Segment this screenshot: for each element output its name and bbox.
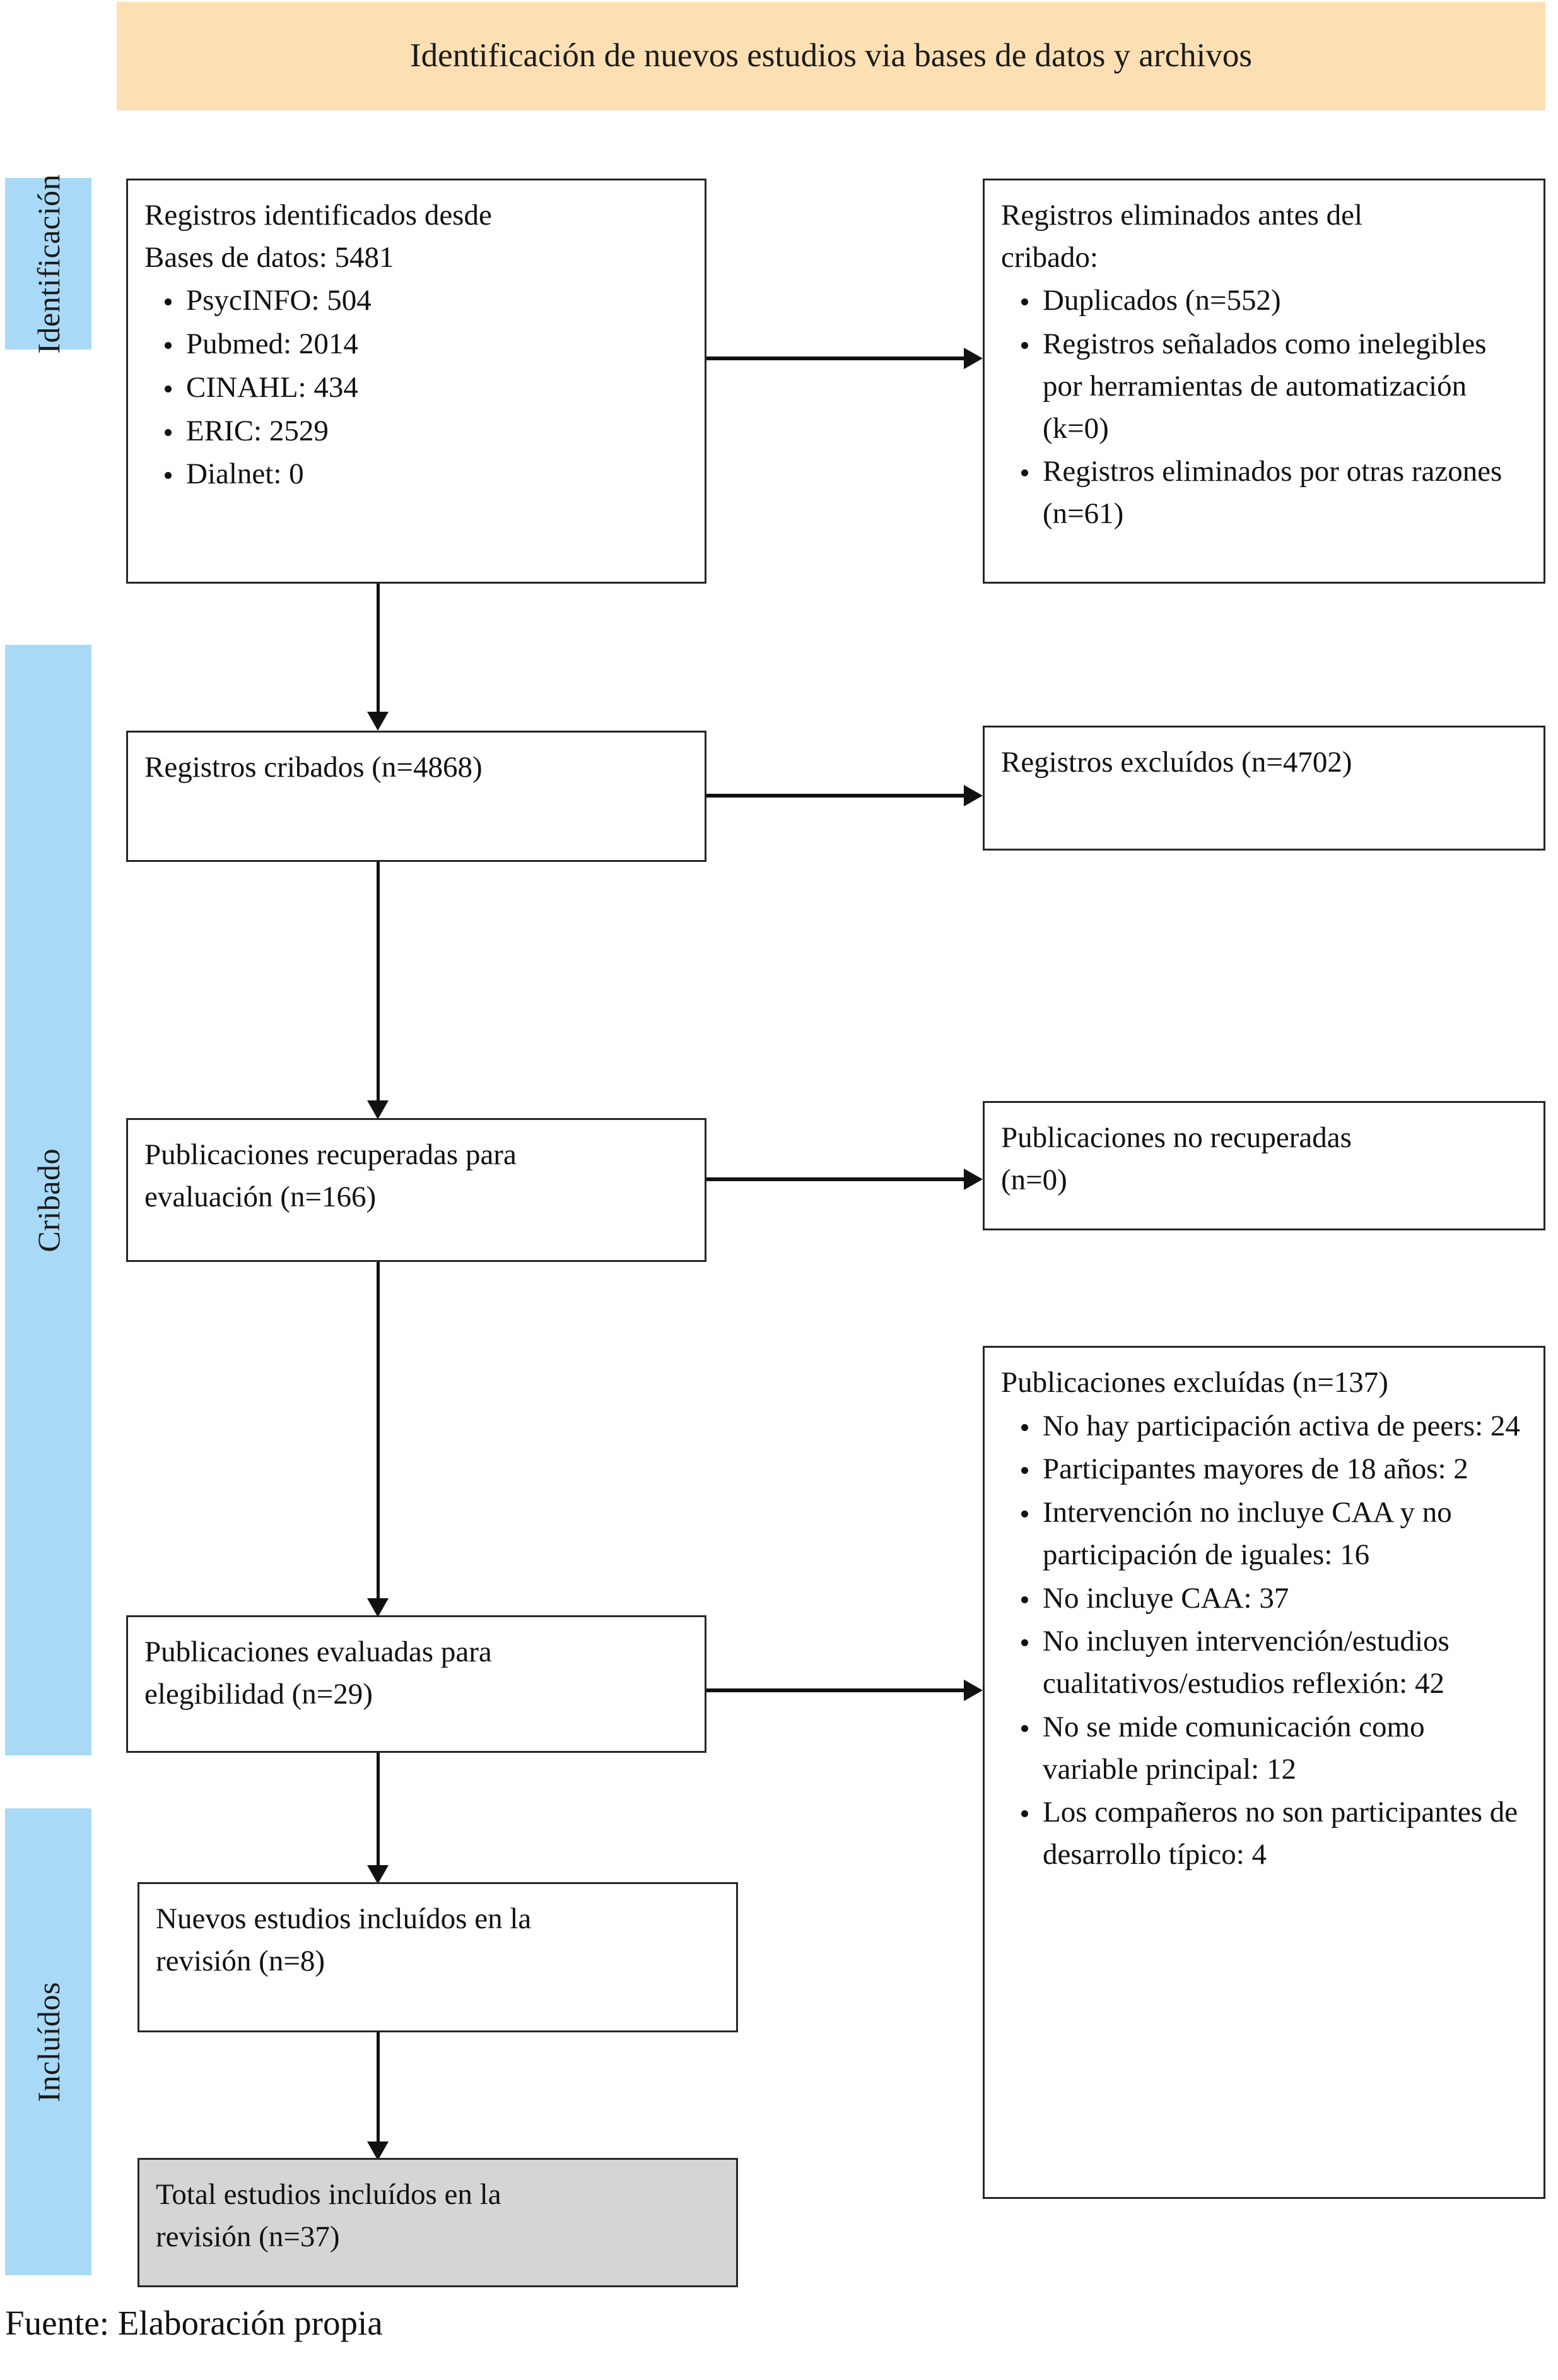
arrowhead-new-included-to-total (367, 2141, 389, 2160)
box-records-removed-before-screening: Registros eliminados antes del cribado: … (983, 179, 1545, 584)
box-new-studies-included-lead: Nuevos estudios incluídos en la revisión… (156, 1902, 532, 1977)
box-total-studies-included-lead: Total estudios incluídos en la revisión … (156, 2178, 501, 2253)
box-records-screened: Registros cribados (n=4868) (126, 731, 706, 862)
source-note: Fuente: Elaboración propia (5, 2304, 383, 2342)
box-reports-excluded: Publicaciones excluídas (n=137) No hay p… (983, 1346, 1545, 2199)
box-reports-not-retrieved-lead: Publicaciones no recuperadas (n=0) (1001, 1121, 1352, 1196)
connector-new-included-to-total (377, 2032, 380, 2146)
arrowhead-identified-to-screened (367, 712, 389, 731)
connector-sought-to-assessed (377, 1262, 380, 1603)
list-item: Duplicados (n=552) (1021, 280, 1527, 322)
list-item: Intervención no incluye CAA y no partici… (1021, 1492, 1527, 1576)
arrowhead-screened-to-sought (367, 1100, 389, 1119)
connector-assessed-to-new-included (377, 1753, 380, 1870)
list-item: PsycINFO: 504 (165, 280, 688, 322)
box-records-identified: Registros identificados desde Bases de d… (126, 179, 706, 584)
list-item: ERIC: 2529 (165, 410, 688, 452)
arrowhead-sought-to-assessed (367, 1598, 389, 1617)
connector-screened-to-excluded (706, 794, 968, 798)
box-reports-assessed: Publicaciones evaluadas para elegibilida… (126, 1615, 706, 1753)
box-records-screened-lead: Registros cribados (n=4868) (144, 751, 483, 784)
box-records-identified-list: PsycINFO: 504 Pubmed: 2014 CINAHL: 434 E… (144, 280, 688, 495)
box-reports-excluded-list: No hay participación activa de peers: 24… (1001, 1405, 1527, 1876)
list-item: No hay participación activa de peers: 24 (1021, 1405, 1527, 1447)
box-reports-excluded-lead: Publicaciones excluídas (n=137) (1001, 1366, 1388, 1399)
box-records-removed-list: Duplicados (n=552) Registros señalados c… (1001, 280, 1527, 534)
phase-label-incluidos: Incluídos (30, 1981, 66, 2102)
list-item: Dialnet: 0 (165, 453, 688, 495)
list-item: No incluye CAA: 37 (1021, 1577, 1527, 1620)
box-reports-assessed-lead: Publicaciones evaluadas para elegibilida… (144, 1635, 492, 1711)
connector-identified-to-removed (706, 356, 968, 360)
list-item: Registros eliminados por otras razones (… (1021, 451, 1527, 534)
list-item: CINAHL: 434 (165, 367, 688, 409)
diagram-header-banner: Identificación de nuevos estudios via ba… (117, 2, 1545, 110)
arrowhead-identified-to-removed (964, 348, 983, 369)
arrowhead-assessed-to-excluded (964, 1680, 983, 1701)
box-records-removed-lead: Registros eliminados antes del cribado: (1001, 199, 1363, 274)
phase-band-cribado: Cribado (5, 645, 91, 1755)
arrowhead-assessed-to-new-included (367, 1865, 389, 1884)
list-item: No se mide comunicación como variable pr… (1021, 1706, 1527, 1790)
connector-identified-to-screened (377, 584, 380, 716)
box-new-studies-included: Nuevos estudios incluídos en la revisión… (138, 1882, 738, 2032)
phase-band-incluidos: Incluídos (5, 1808, 91, 2275)
phase-band-identificacion: Identificación (5, 174, 91, 353)
list-item: Registros señalados como ineleg­ibles po… (1021, 323, 1527, 449)
phase-label-identificacion: Identificación (30, 174, 66, 354)
diagram-title: Identificación de nuevos estudios via ba… (410, 37, 1252, 74)
list-item: Participantes mayores de 18 años: 2 (1021, 1448, 1527, 1490)
list-item: Pubmed: 2014 (165, 323, 688, 365)
phase-label-cribado: Cribado (30, 1148, 66, 1252)
connector-assessed-to-excluded (706, 1688, 968, 1692)
box-reports-sought-lead: Publicaciones recuperadas para evaluació… (144, 1138, 517, 1213)
connector-sought-to-not-retrieved (706, 1177, 968, 1181)
arrowhead-sought-to-not-retrieved (964, 1169, 983, 1190)
connector-screened-to-sought (377, 862, 380, 1105)
list-item: No incluyen intervención/estudios cualit… (1021, 1620, 1527, 1704)
box-records-excluded-lead: Registros excluídos (n=4702) (1001, 746, 1352, 779)
box-reports-not-retrieved: Publicaciones no recuperadas (n=0) (983, 1101, 1545, 1230)
box-records-excluded: Registros excluídos (n=4702) (983, 726, 1545, 851)
arrowhead-screened-to-excluded (964, 785, 983, 806)
box-reports-sought: Publicaciones recuperadas para evaluació… (126, 1118, 706, 1262)
box-total-studies-included: Total estudios incluídos en la revisión … (138, 2158, 738, 2287)
box-records-identified-lead: Registros identificados desde Bases de d… (144, 199, 492, 274)
list-item: Los compañeros no son participantes de d… (1021, 1791, 1527, 1875)
